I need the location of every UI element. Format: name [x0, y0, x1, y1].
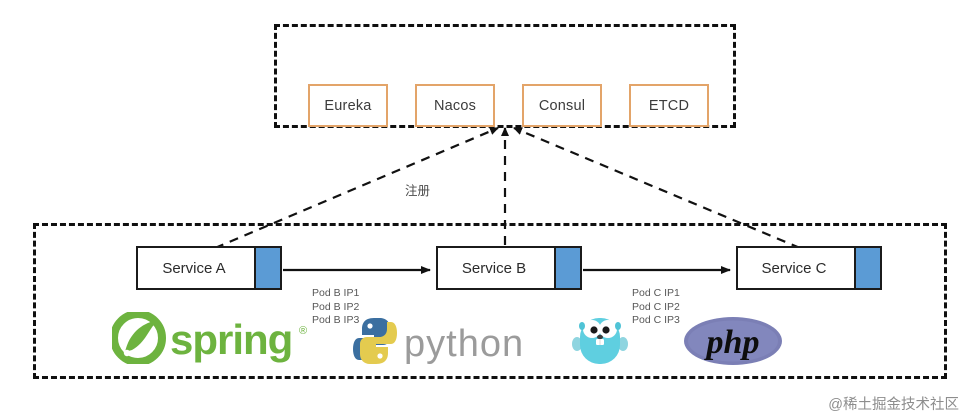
service-c-label: Service C: [761, 259, 827, 277]
pod-b-ip1: Pod B IP1: [312, 287, 360, 299]
spring-logo: spring ®: [112, 312, 307, 364]
svg-text:php: php: [704, 324, 760, 361]
registry-item-etcd[interactable]: ETCD: [629, 84, 709, 127]
svg-text:python: python: [404, 323, 524, 365]
pod-b-ip3: Pod B IP3: [312, 314, 360, 326]
services-group: [33, 223, 947, 379]
registry-item-consul[interactable]: Consul: [522, 84, 602, 127]
registry-item-eureka[interactable]: Eureka: [308, 84, 388, 127]
service-a-label: Service A: [162, 259, 226, 277]
php-logo: php: [684, 317, 782, 365]
watermark: @稀土掘金技术社区: [828, 397, 959, 413]
svg-text:spring: spring: [170, 316, 292, 363]
pod-c-ip3: Pod C IP3: [632, 314, 680, 326]
service-a-tab: [254, 248, 280, 288]
service-box-c[interactable]: Service C: [736, 246, 882, 290]
service-b-tab: [554, 248, 580, 288]
go-gopher-logo: [572, 318, 628, 364]
svg-text:®: ®: [299, 325, 307, 337]
registry-item-label: Nacos: [433, 97, 477, 114]
python-logo: python: [353, 318, 524, 365]
pod-c-ip2: Pod C IP2: [632, 300, 680, 313]
registry-item-label: ETCD: [648, 97, 690, 114]
service-b-label: Service B: [461, 259, 527, 277]
service-registry-group: Eureka Nacos Consul ETCD: [274, 24, 736, 128]
registry-item-label: Eureka: [324, 97, 372, 114]
pod-b-ip2: Pod B IP2: [312, 300, 360, 313]
pod-b-list: Pod B IP1 Pod B IP2 Pod B IP3: [312, 287, 359, 328]
service-c-tab: [854, 248, 880, 288]
pod-c-ip1: Pod C IP1: [632, 287, 680, 299]
registry-item-label: Consul: [538, 97, 586, 114]
register-annotation: 注册: [405, 184, 431, 198]
registry-item-nacos[interactable]: Nacos: [415, 84, 495, 127]
service-box-a[interactable]: Service A: [136, 246, 282, 290]
pod-c-list: Pod C IP1 Pod C IP2 Pod C IP3: [632, 287, 680, 328]
service-box-b[interactable]: Service B: [436, 246, 582, 290]
